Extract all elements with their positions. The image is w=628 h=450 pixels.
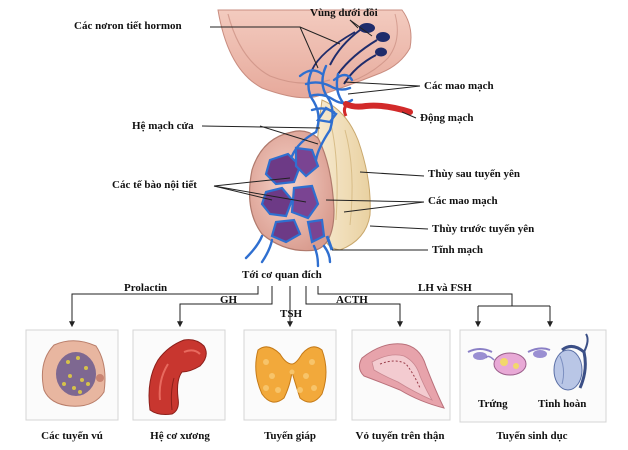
- caption-thyroid: Tuyến giáp: [264, 430, 316, 442]
- portal-vessels: [244, 64, 354, 268]
- label-capillaries-mid: Các mao mạch: [428, 195, 498, 207]
- label-artery: Động mạch: [420, 112, 474, 124]
- hormone-acth: ACTH: [336, 294, 368, 306]
- caption-gonads: Tuyến sinh dục: [496, 430, 568, 442]
- hormone-lh-fsh: LH và FSH: [418, 282, 472, 294]
- testis-illustration: [553, 333, 589, 391]
- hormone-tsh: TSH: [280, 308, 303, 320]
- muscle-arm-illustration: [148, 339, 207, 415]
- label-testis: Tinh hoàn: [538, 398, 587, 410]
- endocrine-cell-clusters: [260, 146, 326, 244]
- hormone-tree: [69, 286, 553, 328]
- adrenal-cortex-illustration: [358, 343, 445, 409]
- mammary-gland-illustration: [41, 340, 106, 407]
- hormone-gh: GH: [220, 294, 238, 306]
- ovary-illustration: [467, 347, 551, 376]
- label-anterior-lobe: Thùy trước tuyến yên: [432, 223, 535, 235]
- label-neurons: Các nơron tiết hormon: [74, 20, 182, 32]
- hormone-prolactin: Prolactin: [124, 282, 168, 294]
- neuron-cells: [311, 23, 390, 85]
- label-posterior-lobe: Thùy sau tuyến yên: [428, 168, 521, 180]
- label-capillaries-top: Các mao mạch: [424, 80, 494, 92]
- label-portal: Hệ mạch cửa: [132, 120, 194, 132]
- label-to-target: Tới cơ quan đích: [242, 269, 322, 281]
- artery: [342, 101, 413, 117]
- caption-adrenal: Vỏ tuyến trên thận: [355, 430, 445, 442]
- leader-lines: [201, 19, 429, 251]
- label-vein: Tĩnh mạch: [432, 244, 484, 256]
- caption-mammary: Các tuyến vú: [41, 430, 103, 442]
- vein-vessel: [325, 235, 334, 251]
- label-ovary: Trứng: [478, 398, 508, 410]
- label-hypothalamus: Vùng dưới đồi: [310, 7, 378, 19]
- thyroid-illustration: [255, 346, 327, 403]
- label-endocrine-cells: Các tế bào nội tiết: [112, 179, 197, 191]
- caption-muscle: Hệ cơ xương: [150, 430, 210, 442]
